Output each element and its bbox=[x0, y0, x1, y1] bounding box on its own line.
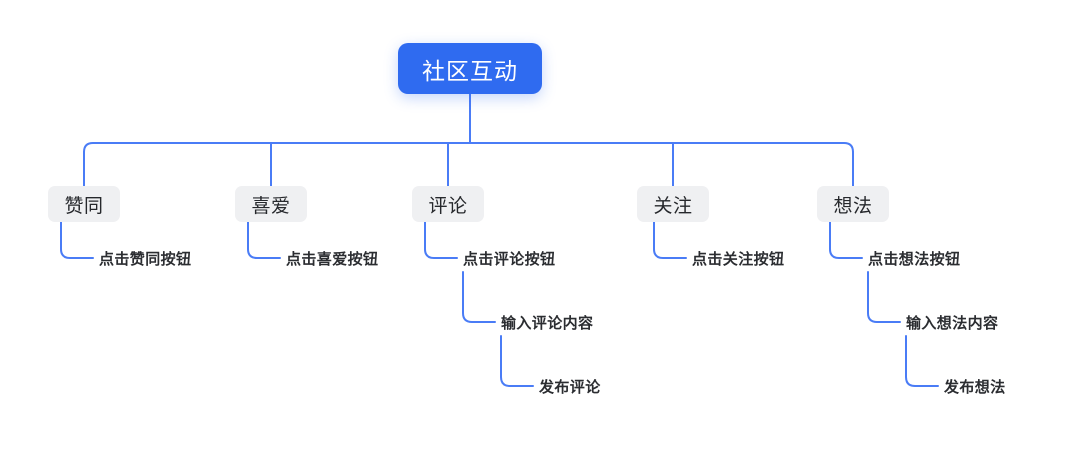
leaf-connector bbox=[653, 221, 687, 259]
leaf-connector bbox=[60, 221, 94, 259]
leaf-connector bbox=[424, 221, 458, 259]
leaf-label-5-2: 输入想法内容 bbox=[906, 315, 999, 332]
branch-node-1[interactable]: 赞同 bbox=[48, 186, 120, 222]
branch-node-2[interactable]: 喜爱 bbox=[235, 186, 307, 222]
leaf-connector bbox=[247, 221, 281, 259]
branch-node-3[interactable]: 评论 bbox=[412, 186, 484, 222]
bus-line bbox=[83, 142, 854, 187]
leaf-label-1-1: 点击赞同按钮 bbox=[99, 251, 192, 268]
leaf-label-5-3: 发布想法 bbox=[944, 379, 1006, 396]
leaf-connector bbox=[500, 335, 534, 387]
leaf-connector bbox=[829, 221, 863, 259]
leaf-label-5-1: 点击想法按钮 bbox=[868, 251, 961, 268]
leaf-label-3-1: 点击评论按钮 bbox=[463, 251, 556, 268]
leaf-label-4-1: 点击关注按钮 bbox=[692, 251, 785, 268]
leaf-label-3-3: 发布评论 bbox=[539, 379, 601, 396]
leaf-label-2-1: 点击喜爱按钮 bbox=[286, 251, 379, 268]
leaf-connector bbox=[905, 335, 939, 387]
root-node[interactable]: 社区互动 bbox=[398, 43, 542, 94]
branch-node-4[interactable]: 关注 bbox=[637, 186, 709, 222]
leaf-connector bbox=[867, 271, 901, 323]
leaf-connector bbox=[462, 271, 496, 323]
branch-node-5[interactable]: 想法 bbox=[817, 186, 889, 222]
leaf-label-3-2: 输入评论内容 bbox=[501, 315, 594, 332]
